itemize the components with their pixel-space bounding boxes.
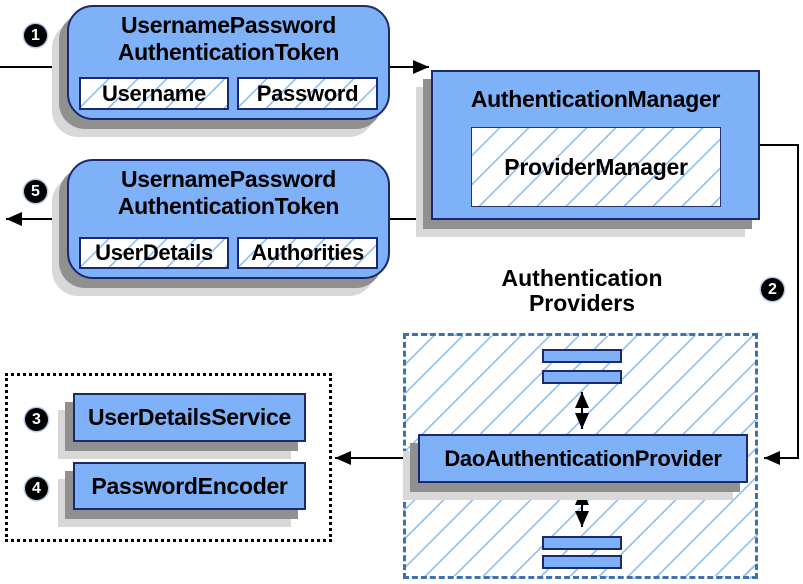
user-details-service-box: UserDetailsService	[73, 393, 306, 442]
step-2-badge: 2	[761, 278, 784, 301]
authorities-field: Authorities	[237, 237, 378, 269]
provider-placeholder-bar-4	[542, 555, 622, 569]
provider-placeholder-bar-3	[542, 536, 622, 550]
token-request-title-line2: AuthenticationToken	[117, 39, 340, 65]
token-request-title-line1: UsernamePassword	[120, 12, 337, 38]
dao-dependencies-container	[5, 373, 332, 542]
provider-placeholder-bar-2	[542, 370, 622, 384]
step-5-badge: 5	[24, 180, 47, 203]
username-password-token-request-box: UsernamePassword AuthenticationToken Use…	[67, 5, 390, 120]
provider-manager-box: ProviderManager	[471, 127, 721, 207]
token-result-title-line1: UsernamePassword	[120, 166, 337, 192]
step-4-badge: 4	[25, 477, 48, 500]
user-details-field: UserDetails	[79, 237, 229, 269]
token-result-title: UsernamePassword AuthenticationToken	[69, 161, 388, 220]
password-encoder-box: PasswordEncoder	[73, 462, 306, 510]
authentication-providers-label-line1: Authentication	[501, 265, 663, 291]
step-3-badge: 3	[25, 408, 48, 431]
authentication-providers-label: Authentication Providers	[472, 266, 692, 316]
authentication-manager-title: AuthenticationManager	[470, 86, 721, 112]
dao-authentication-provider-box: DaoAuthenticationProvider	[418, 434, 748, 483]
arrow-manager-to-dao-provider	[760, 144, 799, 465]
provider-placeholder-bar-1	[542, 349, 622, 363]
authentication-manager-box: AuthenticationManager ProviderManager	[431, 70, 760, 220]
authentication-providers-label-line2: Providers	[528, 290, 636, 316]
username-password-token-result-box: UsernamePassword AuthenticationToken Use…	[67, 159, 390, 279]
token-result-title-line2: AuthenticationToken	[117, 193, 340, 219]
token-request-title: UsernamePassword AuthenticationToken	[69, 7, 388, 66]
step-1-badge: 1	[24, 24, 47, 47]
username-field: Username	[79, 77, 229, 110]
password-field: Password	[237, 77, 378, 110]
